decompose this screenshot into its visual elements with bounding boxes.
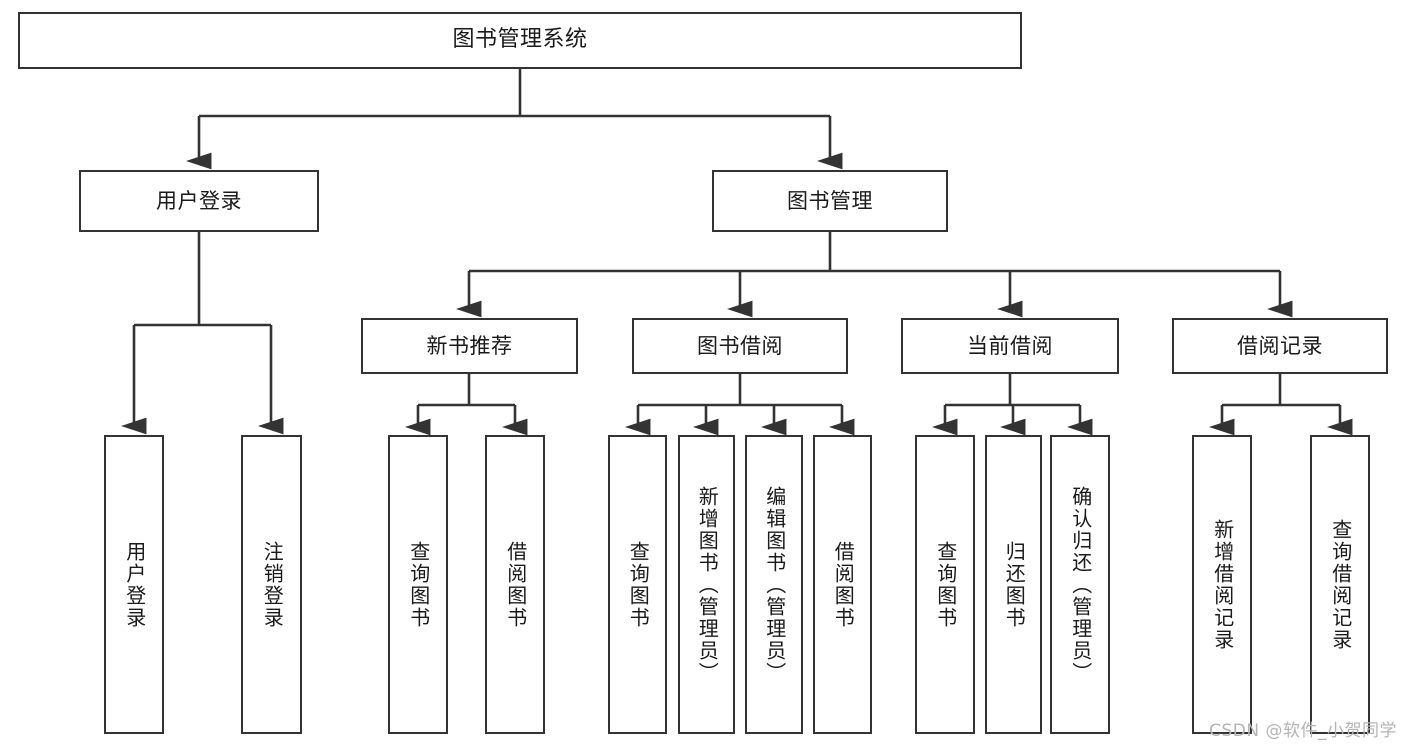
node-leaf-edit-book[interactable]: 编辑图书（管理员） bbox=[745, 435, 803, 734]
node-leaf-label: 查询借阅记录 bbox=[1328, 518, 1353, 651]
node-leaf-label: 编辑图书（管理员） bbox=[762, 485, 787, 684]
node-leaf-user-login[interactable]: 用户登录 bbox=[104, 435, 164, 734]
node-leaf-label: 确认归还（管理员） bbox=[1068, 485, 1093, 684]
node-leaf-label: 用户登录 bbox=[122, 540, 147, 629]
node-book-borrow[interactable]: 图书借阅 bbox=[632, 318, 848, 374]
watermark-credit: CSDN @软件_小贺同学 bbox=[1209, 721, 1397, 741]
node-leaf-borrow-book-1[interactable]: 借阅图书 bbox=[485, 435, 545, 734]
node-leaf-confirm-return[interactable]: 确认归还（管理员） bbox=[1050, 435, 1110, 734]
node-leaf-query-book-3[interactable]: 查询图书 bbox=[915, 435, 975, 734]
node-leaf-label: 借阅图书 bbox=[831, 540, 856, 629]
node-leaf-label: 新增图书（管理员） bbox=[695, 485, 720, 684]
node-leaf-label: 归还图书 bbox=[1002, 540, 1027, 629]
node-leaf-label: 查询图书 bbox=[406, 540, 431, 629]
node-leaf-add-book[interactable]: 新增图书（管理员） bbox=[678, 435, 735, 734]
node-current-borrow[interactable]: 当前借阅 bbox=[901, 318, 1119, 374]
node-leaf-query-book-2[interactable]: 查询图书 bbox=[608, 435, 667, 734]
node-user-login[interactable]: 用户登录 bbox=[79, 170, 319, 232]
node-borrow-record[interactable]: 借阅记录 bbox=[1172, 318, 1388, 374]
node-leaf-label: 注销登录 bbox=[260, 540, 285, 629]
node-leaf-label: 借阅图书 bbox=[503, 540, 528, 629]
node-leaf-label: 查询图书 bbox=[933, 540, 958, 629]
node-leaf-query-book-1[interactable]: 查询图书 bbox=[388, 435, 448, 734]
node-leaf-label: 新增借阅记录 bbox=[1210, 518, 1235, 651]
node-leaf-borrow-book-2[interactable]: 借阅图书 bbox=[813, 435, 872, 734]
node-new-book-recommend[interactable]: 新书推荐 bbox=[361, 318, 578, 374]
node-book-manage[interactable]: 图书管理 bbox=[712, 170, 948, 232]
node-leaf-label: 查询图书 bbox=[626, 540, 651, 629]
node-leaf-query-record[interactable]: 查询借阅记录 bbox=[1310, 435, 1370, 734]
node-leaf-logout[interactable]: 注销登录 bbox=[241, 435, 302, 734]
node-leaf-return-book[interactable]: 归还图书 bbox=[985, 435, 1042, 734]
node-root-system[interactable]: 图书管理系统 bbox=[18, 12, 1022, 69]
node-leaf-add-record[interactable]: 新增借阅记录 bbox=[1192, 435, 1252, 734]
